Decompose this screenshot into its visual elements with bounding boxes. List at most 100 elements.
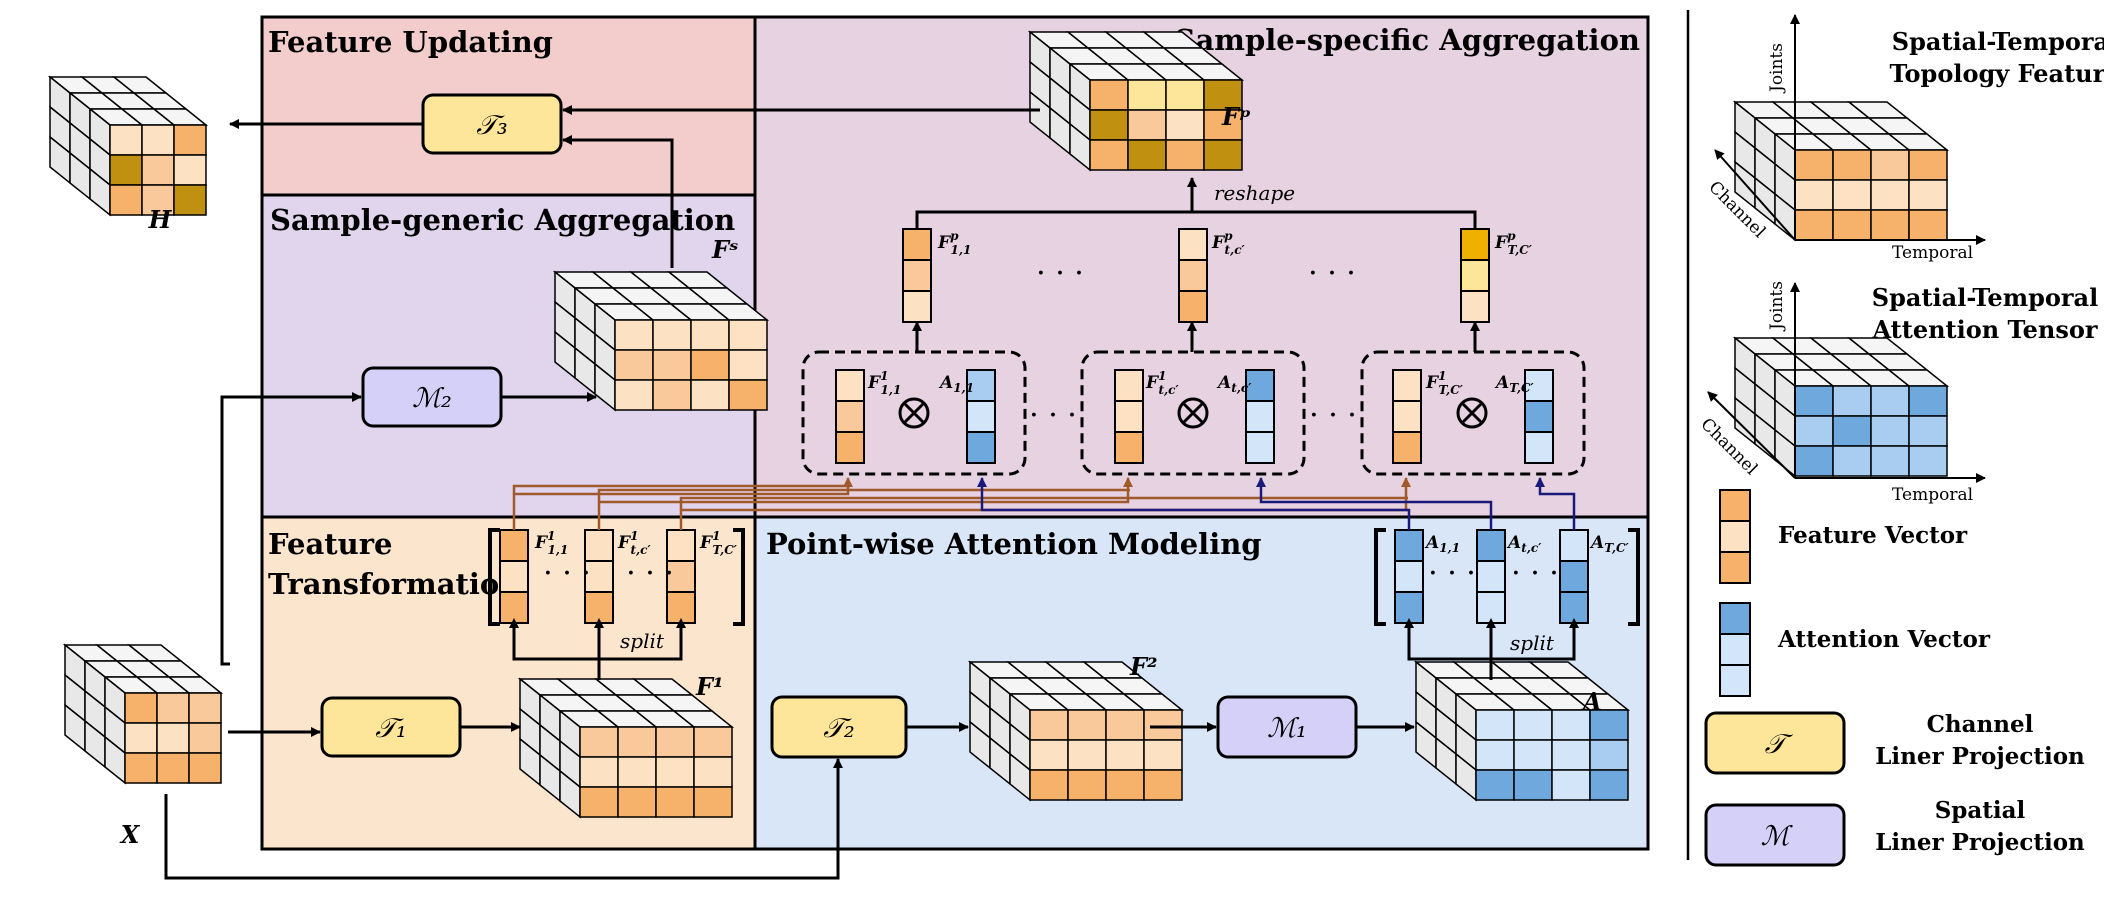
f1-label: F¹: [695, 672, 724, 701]
product-group-1: [801, 350, 1027, 476]
legend-feature-cube-cell: [1870, 179, 1910, 211]
prod-a-vector-2-cell: [1245, 400, 1275, 433]
fp-vector-11-cell: [902, 290, 932, 323]
f1-cube-cell: [655, 756, 695, 788]
f2-cube-cell: [1105, 739, 1145, 771]
f1-cube-cell: [617, 756, 657, 788]
fp-vector-tc-cell: [1178, 259, 1208, 292]
a-tc-prod-label: At,c′: [1216, 373, 1252, 395]
prod-dots-1: · · ·: [1029, 398, 1077, 433]
x-cube-cell: [156, 752, 190, 784]
legend-feature-cube-cell: [1908, 179, 1948, 211]
legend-feature-cube-cell: [1832, 149, 1872, 181]
h-cube-cell: [141, 154, 175, 186]
fs-cube-cell: [614, 379, 654, 411]
legend-attention-cube-cell: [1794, 415, 1834, 447]
fs-cube-cell: [690, 319, 730, 351]
split-f1-vector-2-cell: [584, 529, 614, 562]
axis-joints-label-1: Joints: [1767, 43, 1787, 94]
legend-attention-cube-cell: [1832, 445, 1872, 477]
fs-cube-cell: [728, 349, 768, 381]
fp-cube-cell: [1127, 109, 1167, 141]
split-f1-right: [599, 626, 683, 661]
fp-cube-cell: [1127, 79, 1167, 111]
m2-label: ℳ₂: [412, 383, 452, 414]
split-a-vector-3-cell: [1559, 591, 1589, 624]
legend-attention-cube-cell: [1870, 445, 1910, 477]
m1-label: ℳ₁: [1267, 713, 1307, 744]
f2-cube-cell: [1067, 709, 1107, 741]
split-a-vector-1: [1394, 529, 1424, 624]
a-cube-cell: [1589, 739, 1629, 771]
navy-line-3: [1535, 477, 1576, 530]
legend-feature-cube-cell: [1794, 149, 1834, 181]
f1-cube-cell: [579, 756, 619, 788]
legend-feature-vector-label: Feature Vector: [1778, 522, 1968, 549]
prod-a-vector-3-cell: [1524, 400, 1554, 433]
fs-label: Fˢ: [711, 235, 739, 264]
prod-f1-vector-3-cell: [1392, 400, 1422, 433]
split-a-vector-1-cell: [1394, 560, 1424, 593]
split-f1-vector-3-cell: [666, 560, 696, 593]
prod-f1-vector-2-cell: [1114, 369, 1144, 402]
fp-cube-cell: [1089, 109, 1129, 141]
fp-label: Fᵖ: [1221, 102, 1251, 131]
fp-cube-cell: [1127, 139, 1167, 171]
fp-cube-cell: [1089, 139, 1129, 171]
otimes-1: [898, 397, 930, 429]
t3-label: 𝒯₃: [476, 110, 508, 141]
otimes-group: [898, 397, 1488, 429]
legend-t-box: [1704, 711, 1846, 775]
sample-generic-title: Sample-generic Aggregation: [270, 203, 735, 237]
f1-dots-2: · · ·: [626, 556, 674, 591]
point-wise-title: Point-wise Attention Modeling: [766, 527, 1262, 561]
legend-feature-cube-cell: [1908, 209, 1948, 241]
legend-feature-vector-cell: [1719, 551, 1751, 584]
f1-cube-cell: [579, 786, 619, 818]
prod-a-vector-1-cell: [966, 400, 996, 433]
legend-st-attention-title-2: Attention Tensor: [1871, 315, 2097, 344]
h-label: H: [148, 205, 173, 234]
a-dots-1: · · ·: [1428, 556, 1476, 591]
legend-feature-cube: [1732, 100, 1950, 242]
a-11-split-label: A1,1: [1424, 533, 1460, 555]
legend-spatial-line1: Spatial: [1935, 797, 2026, 824]
x-cube-cell: [124, 752, 158, 784]
fp-vector-11: [902, 228, 932, 323]
a-right-bracket: [1628, 528, 1640, 626]
a-cube: [1413, 660, 1631, 802]
fs-cube-cell: [728, 379, 768, 411]
legend-attention-vector-cell: [1719, 633, 1751, 666]
f2-cube-cell: [1029, 709, 1069, 741]
split-f1-vector-1: [499, 529, 529, 624]
fs-cube-cell: [614, 349, 654, 381]
a-left-bracket: [1374, 528, 1386, 626]
a-cube-cell: [1475, 769, 1515, 801]
prod-f1-vector-3: [1392, 369, 1422, 464]
a-tc-split-label: At,c′: [1506, 533, 1542, 555]
brown-line-2b: [597, 488, 1130, 502]
x-cube-cell: [188, 722, 222, 754]
h-cube-cell: [173, 154, 207, 186]
split-label-f1: split: [620, 629, 665, 653]
reshape-label: reshape: [1214, 181, 1295, 205]
split-f1-vector-1-cell: [499, 529, 529, 562]
legend-feature-vector: [1719, 489, 1751, 584]
a-11-prod-label: A1,1: [938, 373, 974, 395]
legend-spatial-line2: Liner Projection: [1875, 829, 2085, 856]
fp-vector-tc: [1178, 228, 1208, 323]
f2-cube-cell: [1029, 769, 1069, 801]
f1-cube-cell: [693, 756, 733, 788]
a-cube-cell: [1475, 739, 1515, 771]
split-a-lines: [1407, 626, 1493, 680]
legend-feature-cube-cell: [1870, 149, 1910, 181]
legend-attention-cube-cell: [1794, 445, 1834, 477]
legend-feature-cube-cell: [1794, 179, 1834, 211]
a-TC-split-label: AT,C′: [1589, 533, 1630, 555]
legend-attention-vector: [1719, 602, 1751, 697]
fs-cube-cell: [652, 349, 692, 381]
